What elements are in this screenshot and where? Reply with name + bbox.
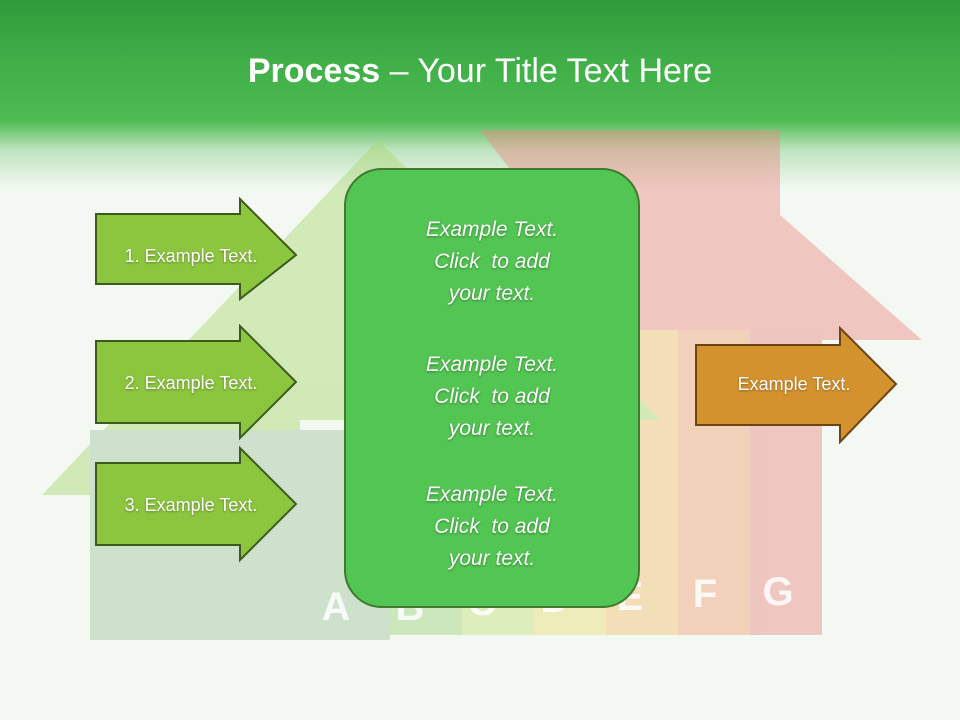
result-arrow[interactable] <box>694 326 900 446</box>
center-line: Example Text. <box>425 483 559 506</box>
center-line: Click to add <box>434 250 550 273</box>
center-line: your text. <box>448 417 536 440</box>
page-title: Process – Your Title Text Here <box>0 52 960 91</box>
step-2-label: 2. Example Text. <box>124 372 258 393</box>
title-bold: Process <box>247 52 381 90</box>
title-bar <box>0 0 960 190</box>
center-text-box[interactable]: Example Text. Click to add your text. Ex… <box>344 168 640 608</box>
center-line: your text. <box>448 282 536 305</box>
background-letter-a: A <box>322 585 351 629</box>
center-line: Example Text. <box>425 218 559 241</box>
result-label: Example Text. <box>737 373 851 394</box>
center-paragraph-2: Example Text. Click to add your text. <box>346 349 638 445</box>
center-line: Click to add <box>434 515 550 538</box>
center-paragraph-3: Example Text. Click to add your text. <box>346 479 638 575</box>
background-letter-f: F <box>693 572 717 616</box>
background-letter-g: G <box>762 570 793 614</box>
step-1-arrow[interactable] <box>94 197 300 301</box>
center-line: Example Text. <box>425 353 559 376</box>
step-2-arrow[interactable] <box>94 324 300 442</box>
step-1-label: 1. Example Text. <box>124 245 258 266</box>
step-3-label: 3. Example Text. <box>124 494 258 515</box>
center-line: your text. <box>448 547 536 570</box>
title-rest: – Your Title Text Here <box>380 52 713 90</box>
step-3-arrow[interactable] <box>94 446 300 564</box>
center-line: Click to add <box>434 385 550 408</box>
center-paragraph-1: Example Text. Click to add your text. <box>346 214 638 310</box>
